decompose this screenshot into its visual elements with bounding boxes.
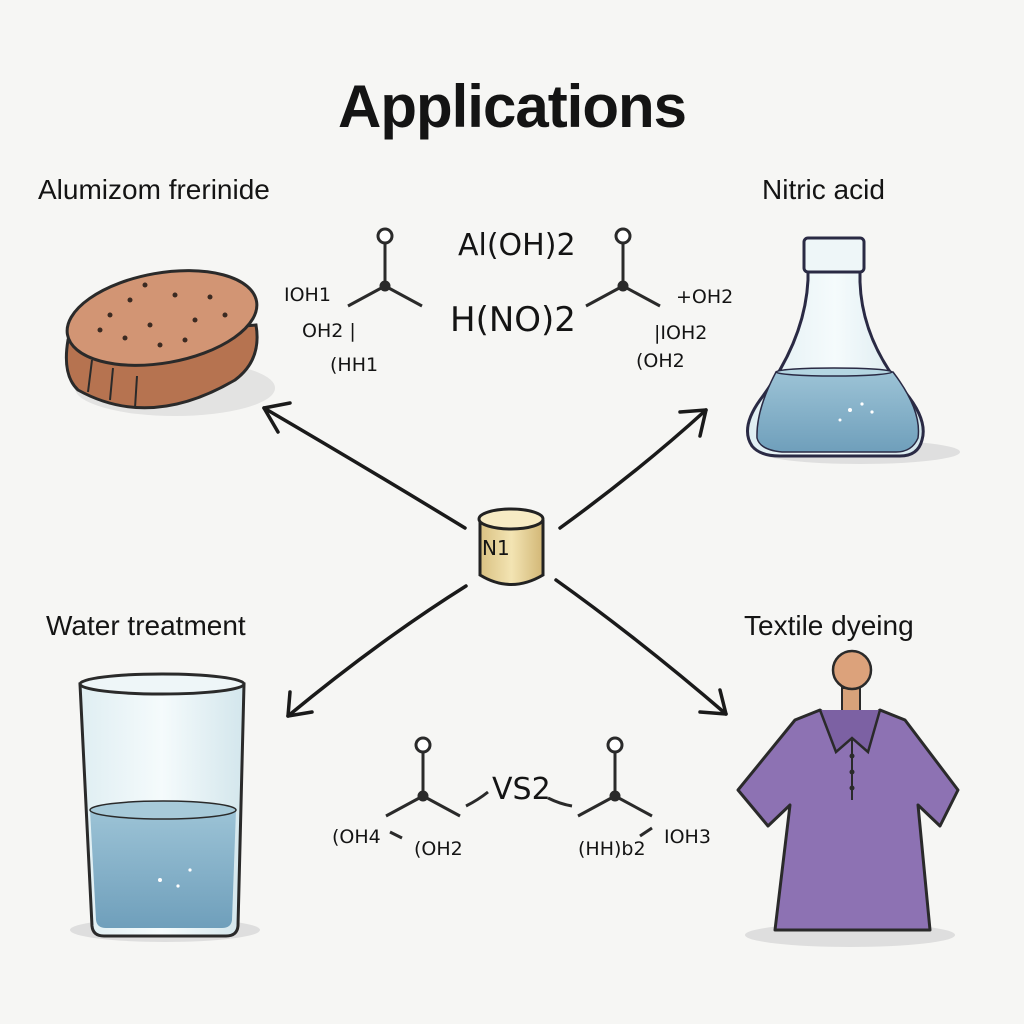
label-nitric-acid: Nitric acid — [762, 174, 885, 205]
molecule-label: (OH2 — [636, 350, 685, 372]
molecule-label: (OH2 — [414, 838, 463, 860]
arrow-to-shirt — [554, 578, 728, 716]
arrow-to-brick — [262, 401, 467, 530]
diagram-title: Applications — [337, 73, 687, 140]
label-alumizom-frerinide: Alumizom frerinide — [38, 174, 270, 205]
shirt-icon — [736, 649, 960, 947]
arrow-to-water-glass — [286, 584, 468, 718]
molecule-icon-bottom-right — [547, 736, 653, 838]
molecule-label: IOH3 — [664, 826, 711, 848]
molecule-label: |IOH2 — [654, 322, 708, 344]
center-label: N1 — [482, 536, 510, 560]
molecule-label: OH2 | — [302, 320, 356, 342]
molecule-icon-bottom-left — [385, 736, 489, 840]
flask-icon — [746, 236, 960, 464]
molecule-label: (HH1 — [330, 354, 379, 376]
molecule-label: (HH)b2 — [578, 838, 646, 860]
molecule-label: IOH1 — [284, 284, 331, 306]
cylinder-icon — [477, 507, 545, 586]
water-glass-icon — [70, 672, 260, 942]
molecule-icon-top-left — [347, 227, 423, 308]
formula-h-no: H(NO)2 — [450, 300, 576, 340]
label-water-treatment: Water treatment — [46, 610, 246, 641]
molecule-label: (OH4 — [332, 826, 381, 848]
arrows — [262, 401, 728, 718]
label-textile-dyeing: Textile dyeing — [744, 610, 914, 641]
formula-al-oh: Al(OH)2 — [458, 228, 576, 263]
brick-icon — [64, 269, 275, 416]
molecule-icon-top-right — [585, 227, 661, 308]
formula-vs: VS2 — [492, 772, 551, 807]
molecule-label: +OH2 — [676, 286, 734, 308]
arrow-to-flask — [558, 408, 708, 530]
